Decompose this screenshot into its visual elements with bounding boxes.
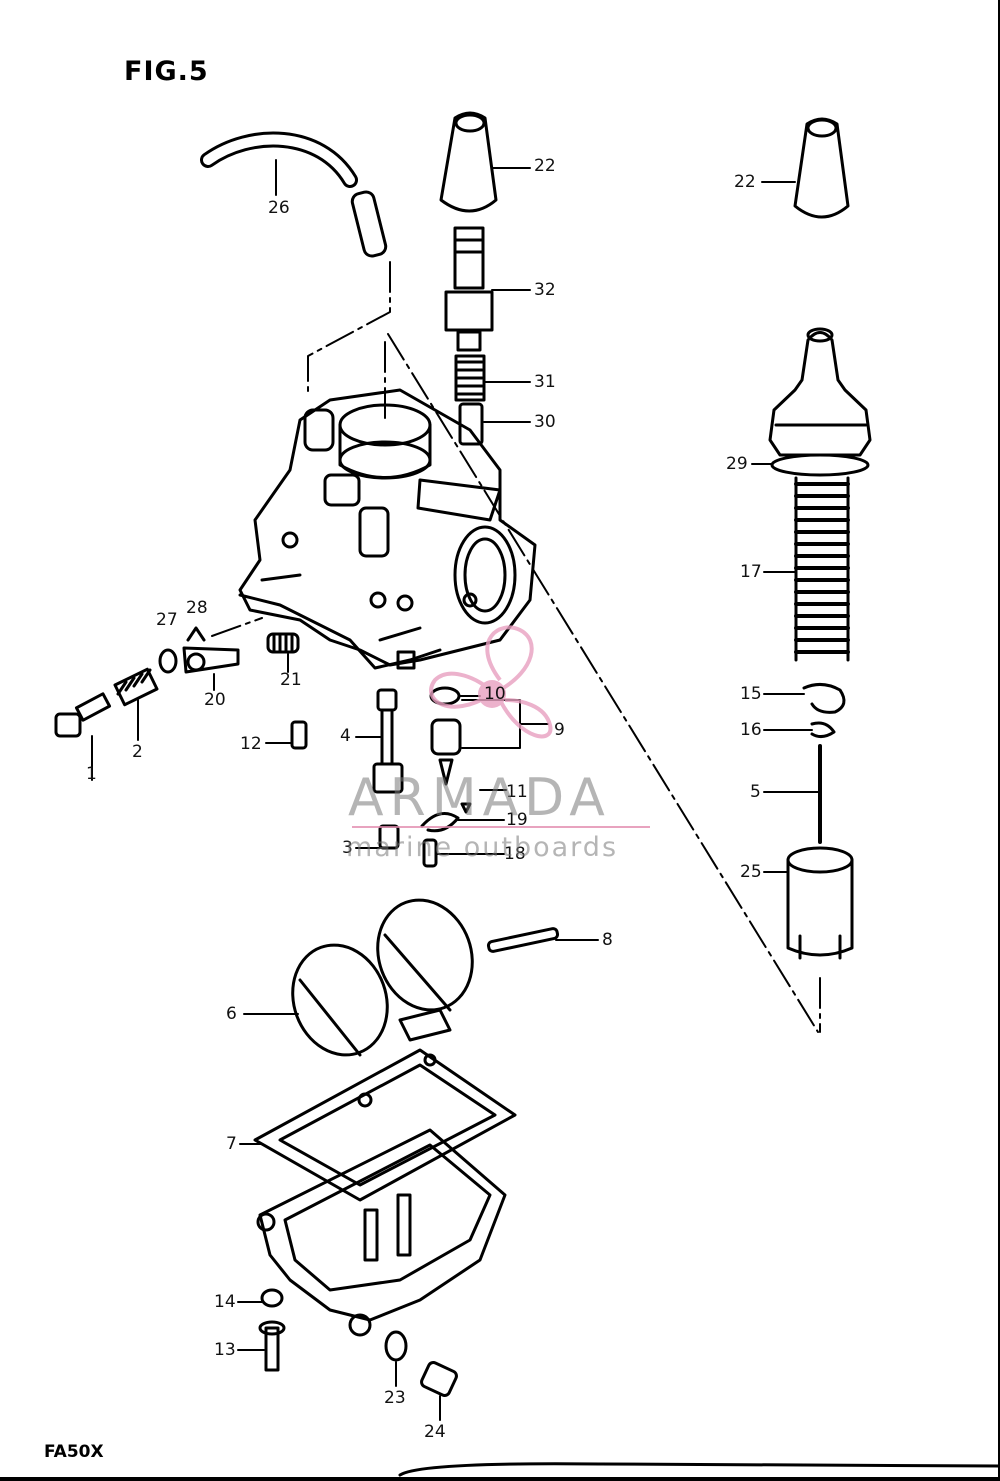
needle-valve-9 xyxy=(430,718,462,786)
callout-32: 32 xyxy=(534,280,556,300)
callout-27: 27 xyxy=(156,610,178,630)
cable-adjuster-32 xyxy=(444,226,494,352)
callout-17: 17 xyxy=(740,562,762,582)
callout-28: 28 xyxy=(186,598,208,618)
callout-9: 9 xyxy=(554,720,565,740)
callout-19: 19 xyxy=(506,810,528,830)
washer-27 xyxy=(158,648,178,674)
gasket-23 xyxy=(384,1330,408,1362)
callout-2: 2 xyxy=(132,742,143,762)
callout-16: 16 xyxy=(740,720,762,740)
rubber-cap-22-right xyxy=(793,117,850,219)
callout-21: 21 xyxy=(280,670,302,690)
model-code: FA50X xyxy=(44,1442,104,1462)
float-chamber xyxy=(256,1128,507,1337)
jet-11 xyxy=(460,802,472,814)
clip-19 xyxy=(420,812,460,833)
callout-24: 24 xyxy=(424,1422,446,1442)
callout-14: 14 xyxy=(214,1292,236,1312)
screw-13 xyxy=(258,1320,286,1372)
clip-28 xyxy=(186,626,206,642)
carb-top-cap-29 xyxy=(768,327,872,477)
watermark-brand: ARMADA xyxy=(348,768,611,828)
throttle-valve-25 xyxy=(786,846,854,960)
fuel-hose-26 xyxy=(200,131,388,258)
callout-20: 20 xyxy=(204,690,226,710)
callout-22-right: 22 xyxy=(734,172,756,192)
gasket-7 xyxy=(253,1048,517,1202)
drain-plug-24 xyxy=(420,1361,458,1397)
callout-8: 8 xyxy=(602,930,613,950)
callout-26: 26 xyxy=(268,198,290,218)
callout-12: 12 xyxy=(240,734,262,754)
spring-31 xyxy=(454,354,486,402)
lever-20 xyxy=(182,646,240,674)
carburetor-body xyxy=(238,388,537,670)
callout-3: 3 xyxy=(342,838,353,858)
watermark-tagline: marine outboards xyxy=(346,832,619,863)
spring-21 xyxy=(266,632,300,654)
jet-12 xyxy=(290,720,308,750)
figure-title: FIG.5 xyxy=(124,56,209,87)
e-ring-16 xyxy=(810,721,836,739)
washer-14 xyxy=(260,1288,284,1308)
callout-5: 5 xyxy=(750,782,761,802)
throttle-spring-17 xyxy=(794,476,850,662)
callout-23: 23 xyxy=(384,1388,406,1408)
callout-25: 25 xyxy=(740,862,762,882)
callout-1: 1 xyxy=(86,764,97,784)
callout-22-left: 22 xyxy=(534,156,556,176)
watermark-rule xyxy=(352,826,650,828)
callout-11: 11 xyxy=(506,782,528,802)
callout-15: 15 xyxy=(740,684,762,704)
frame-bottom-edge xyxy=(0,1477,1000,1481)
callout-18: 18 xyxy=(504,844,526,864)
spring-2 xyxy=(113,667,159,707)
callout-29: 29 xyxy=(726,454,748,474)
needle-clip-15 xyxy=(802,683,846,714)
callout-6: 6 xyxy=(226,1004,237,1024)
callout-7: 7 xyxy=(226,1134,237,1154)
jet-holder-30 xyxy=(458,402,484,446)
rubber-cap-22-left xyxy=(439,111,498,213)
frame-right-edge xyxy=(998,0,1000,1481)
callout-13: 13 xyxy=(214,1340,236,1360)
watermark-logo xyxy=(429,625,553,739)
float-6 xyxy=(291,898,474,1057)
callout-4: 4 xyxy=(340,726,351,746)
callout-10: 10 xyxy=(484,684,506,704)
float-pin-8 xyxy=(486,927,560,953)
callout-31: 31 xyxy=(534,372,556,392)
pilot-screw-1 xyxy=(54,692,112,738)
callout-30: 30 xyxy=(534,412,556,432)
